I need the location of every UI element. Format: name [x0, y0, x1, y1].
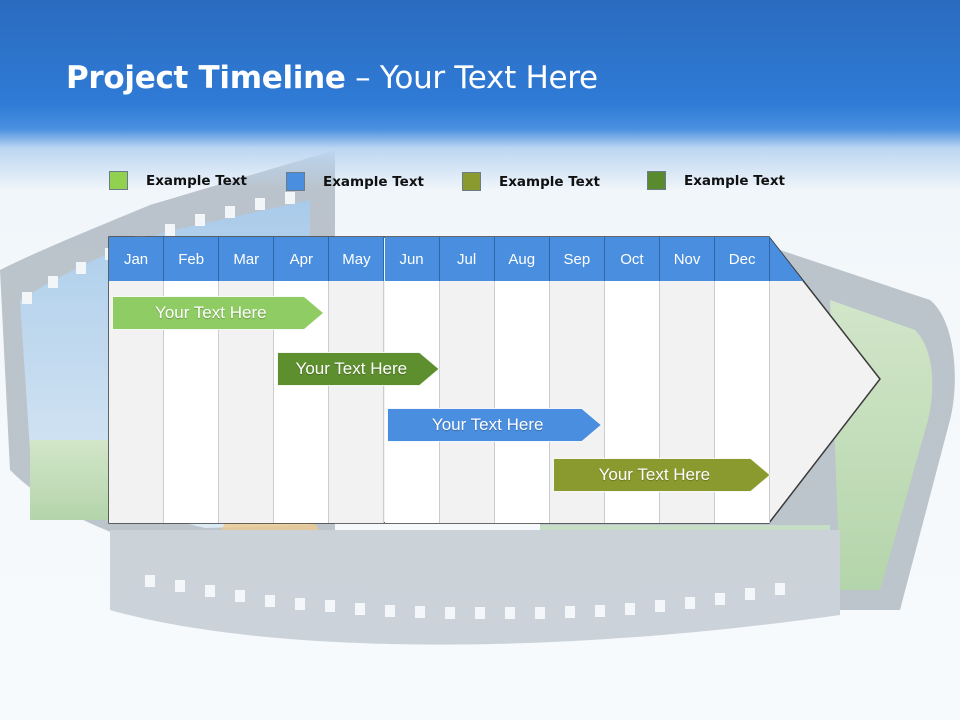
month-column [494, 281, 550, 523]
month-header-sep: Sep [549, 237, 605, 281]
legend-swatch [286, 172, 305, 191]
month-header-nov: Nov [660, 237, 716, 281]
task-label: Your Text Here [155, 303, 267, 322]
legend-item: Example Text [286, 172, 424, 191]
month-header-apr: Apr [274, 237, 330, 281]
legend-label: Example Text [323, 173, 424, 190]
task-label: Your Text Here [431, 415, 544, 434]
legend-swatch [109, 171, 128, 190]
month-header-mar: Mar [219, 237, 275, 281]
slide-title: Project Timeline – Your Text Here [66, 60, 598, 96]
month-column [329, 281, 385, 523]
month-header-oct: Oct [604, 237, 660, 281]
month-header-aug: Aug [494, 237, 550, 281]
month-header-jan: Jan [109, 237, 165, 281]
month-header-may: May [329, 237, 385, 281]
legend-swatch [647, 171, 666, 190]
legend-label: Example Text [499, 173, 600, 190]
title-rest: – Your Text Here [345, 60, 598, 96]
header-band [0, 0, 960, 190]
month-header-dec: Dec [715, 237, 771, 281]
legend-label: Example Text [684, 172, 785, 189]
month-column [439, 281, 495, 523]
task-arrow-shape [277, 352, 440, 386]
task-bar: Your Text Here [387, 408, 603, 442]
legend-swatch [462, 172, 481, 191]
month-header-jun: Jun [384, 237, 440, 281]
title-bold: Project Timeline [66, 60, 346, 96]
task-label: Your Text Here [598, 465, 711, 484]
legend-label: Example Text [146, 172, 247, 189]
task-bar: Your Text Here [552, 458, 771, 492]
task-arrow-shape [111, 296, 324, 330]
month-header-feb: Feb [164, 237, 220, 281]
task-arrow-shape [552, 458, 771, 492]
legend-item: Example Text [462, 172, 600, 191]
month-header-jul: Jul [439, 237, 495, 281]
legend-item: Example Text [109, 171, 247, 190]
task-arrow-shape [387, 408, 603, 442]
task-label: Your Text Here [295, 359, 408, 378]
legend-item: Example Text [647, 171, 785, 190]
task-bar: Your Text Here [277, 352, 440, 386]
month-column [384, 281, 440, 523]
task-bar: Your Text Here [111, 296, 324, 330]
